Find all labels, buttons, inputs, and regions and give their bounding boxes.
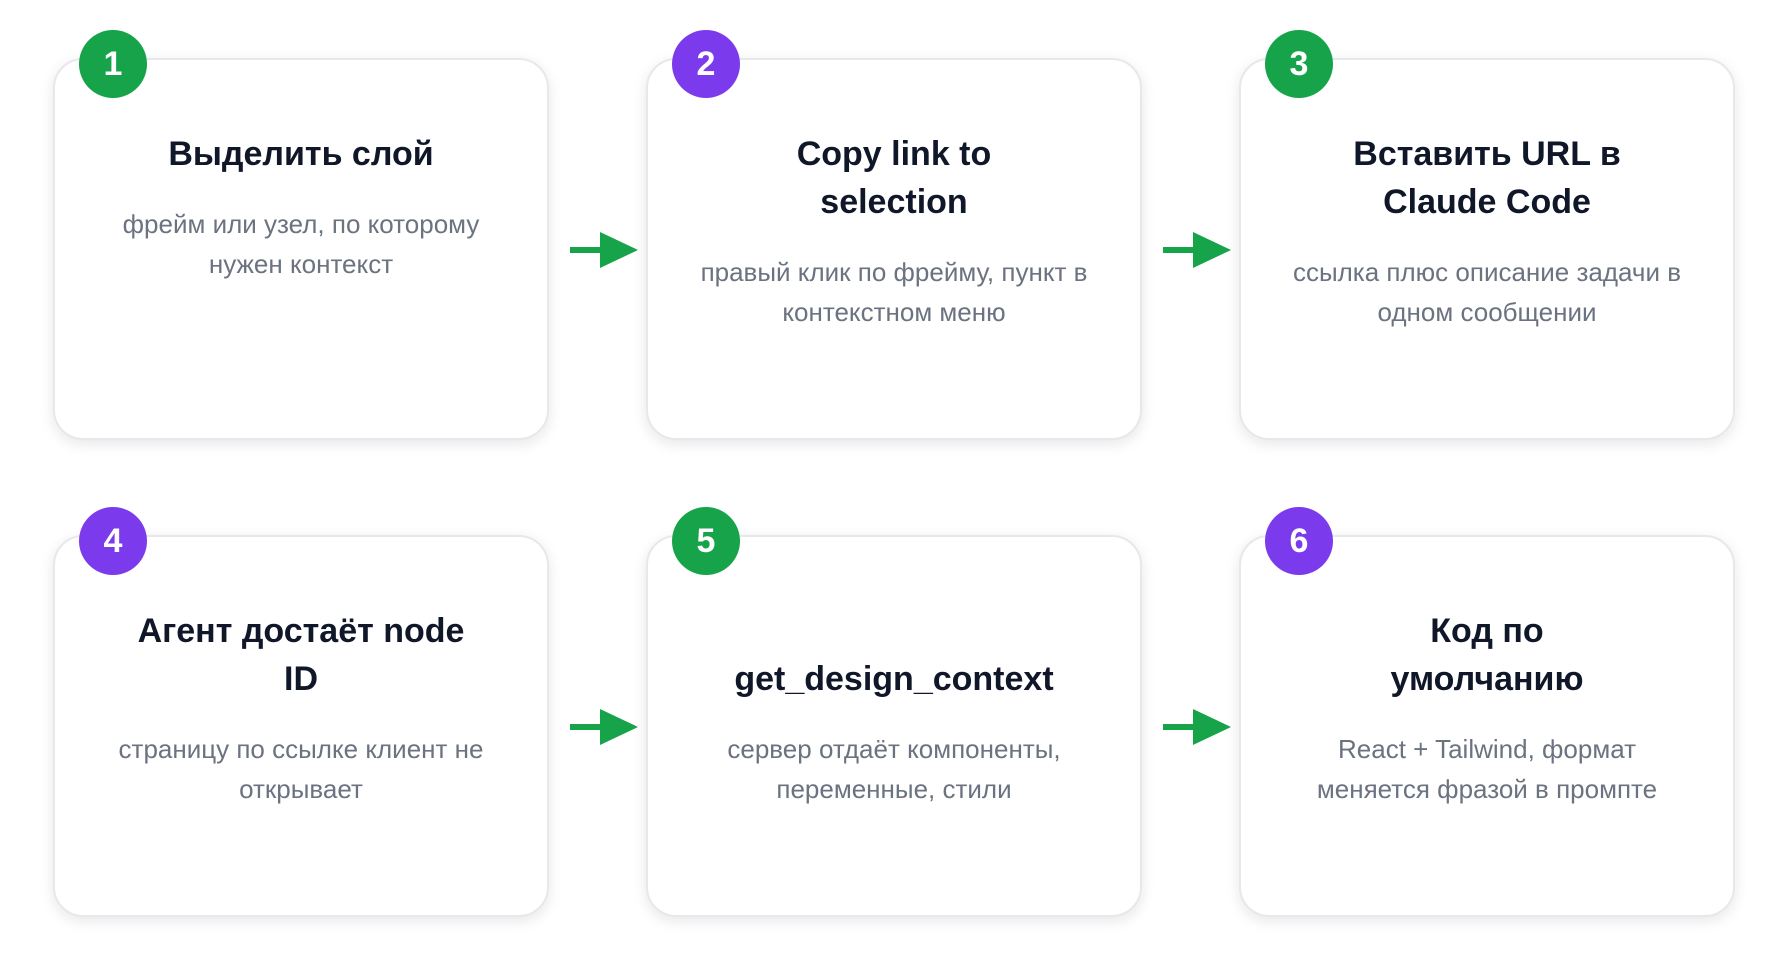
step-card-6: 6 Код по умолчанию React + Tailwind, фор… (1239, 507, 1735, 917)
step-card-4: 4 Агент достаёт node ID страницу по ссыл… (53, 507, 549, 917)
step-number-badge: 5 (672, 507, 740, 575)
step-description: сервер отдаёт компоненты, переменные, ст… (727, 734, 1061, 804)
step-number-badge: 3 (1265, 30, 1333, 98)
step-title: get_design_context (734, 660, 1054, 698)
arrow-right-icon (1163, 232, 1231, 268)
step-content: Выделить слой фрейм или узел, по котором… (79, 130, 523, 284)
step-card-3: 3 Вставить URL в Claude Code ссылка плюс… (1239, 30, 1735, 440)
step-content: Copy link to selection правый клик по фр… (672, 130, 1116, 332)
step-number-badge: 2 (672, 30, 740, 98)
step-description: правый клик по фрейму, пункт в контекстн… (700, 257, 1088, 327)
step-title: Код по умолчанию (1390, 612, 1584, 698)
step-title: Вставить URL в Claude Code (1353, 135, 1621, 221)
arrow-right-icon (570, 709, 638, 745)
step-content: Вставить URL в Claude Code ссылка плюс о… (1265, 130, 1709, 332)
step-description: React + Tailwind, формат меняется фразой… (1316, 734, 1658, 804)
step-content: Агент достаёт node ID страницу по ссылке… (79, 607, 523, 809)
step-number-badge: 6 (1265, 507, 1333, 575)
step-title: Агент достаёт node ID (137, 612, 465, 698)
step-card-1: 1 Выделить слой фрейм или узел, по котор… (53, 30, 549, 440)
arrow-right-icon (570, 232, 638, 268)
step-number-badge: 1 (79, 30, 147, 98)
step-card-2: 2 Copy link to selection правый клик по … (646, 30, 1142, 440)
step-description: фрейм или узел, по которому нужен контек… (122, 209, 480, 279)
arrow-right-icon (1163, 709, 1231, 745)
step-content: Код по умолчанию React + Tailwind, форма… (1265, 607, 1709, 809)
step-card-5: 5 get_design_context сервер отдаёт компо… (646, 507, 1142, 917)
step-number-badge: 4 (79, 507, 147, 575)
step-title: Выделить слой (168, 135, 434, 173)
step-description: ссылка плюс описание задачи в одном сооб… (1292, 257, 1682, 327)
step-description: страницу по ссылке клиент не открывает (118, 734, 484, 804)
step-content: get_design_context сервер отдаёт компоне… (672, 655, 1116, 809)
step-title: Copy link to selection (796, 135, 992, 221)
